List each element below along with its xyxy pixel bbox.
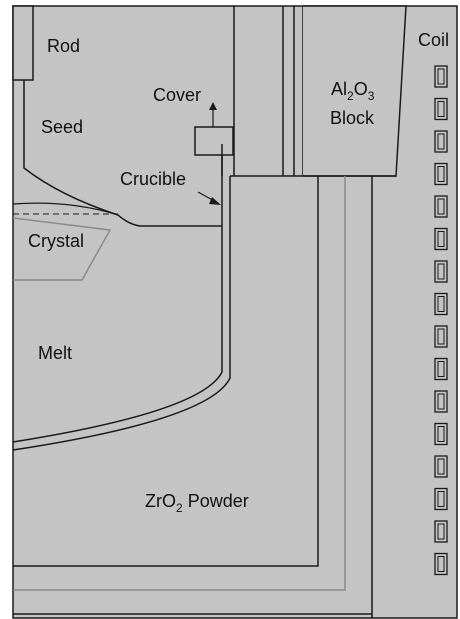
coil-turn-inner bbox=[437, 361, 445, 377]
rod-shape bbox=[12, 5, 34, 81]
label-alumina: Al2O3 bbox=[331, 79, 375, 103]
coil-turn-inner bbox=[437, 198, 445, 215]
crystal-top-boundary bbox=[12, 202, 119, 216]
crucible-wall-inner bbox=[12, 144, 223, 443]
coil-turn-inner bbox=[437, 491, 445, 507]
label-zro2-powder: ZrO2 Powder bbox=[145, 491, 249, 515]
alumina-sub-2: 2 bbox=[347, 89, 354, 103]
coil-turn-inner bbox=[437, 328, 445, 345]
coil-turn-inner bbox=[437, 393, 445, 410]
coil-turn-inner bbox=[437, 263, 445, 280]
label-cover: Cover bbox=[153, 85, 201, 105]
coil-turn-inner bbox=[437, 101, 445, 117]
coil-turn-inner bbox=[437, 133, 445, 150]
label-coil: Coil bbox=[418, 30, 449, 50]
alumina-o: O bbox=[354, 79, 368, 99]
coil-turn-inner bbox=[437, 296, 445, 312]
layer-line-1 bbox=[13, 176, 319, 567]
crucible-arrowhead bbox=[209, 197, 221, 205]
layer-line-2 bbox=[13, 176, 346, 591]
coil-turn-inner bbox=[437, 68, 445, 85]
powder-zro: ZrO bbox=[145, 491, 176, 511]
label-seed: Seed bbox=[41, 117, 83, 137]
label-melt: Melt bbox=[38, 343, 72, 363]
coil-turn-inner bbox=[437, 166, 445, 182]
coil-turn-inner bbox=[437, 426, 445, 442]
alumina-al: Al bbox=[331, 79, 347, 99]
powder-word: Powder bbox=[183, 491, 249, 511]
label-block: Block bbox=[330, 108, 375, 128]
coil-turn-inner bbox=[437, 231, 445, 247]
powder-sub-2: 2 bbox=[176, 501, 183, 515]
cover-arrowhead bbox=[209, 102, 217, 110]
label-crucible: Crucible bbox=[120, 169, 186, 189]
crystal-outline bbox=[12, 217, 112, 281]
alumina-sub-3: 3 bbox=[368, 89, 375, 103]
coil-turns bbox=[434, 65, 448, 576]
coil-turn-inner bbox=[437, 458, 445, 475]
label-rod: Rod bbox=[47, 36, 80, 56]
crucible-wall-outer bbox=[12, 176, 231, 451]
coil-turn-inner bbox=[437, 523, 445, 540]
label-crystal: Crystal bbox=[28, 231, 84, 251]
cover-shape bbox=[194, 126, 234, 156]
coil-turn-inner bbox=[437, 556, 445, 572]
